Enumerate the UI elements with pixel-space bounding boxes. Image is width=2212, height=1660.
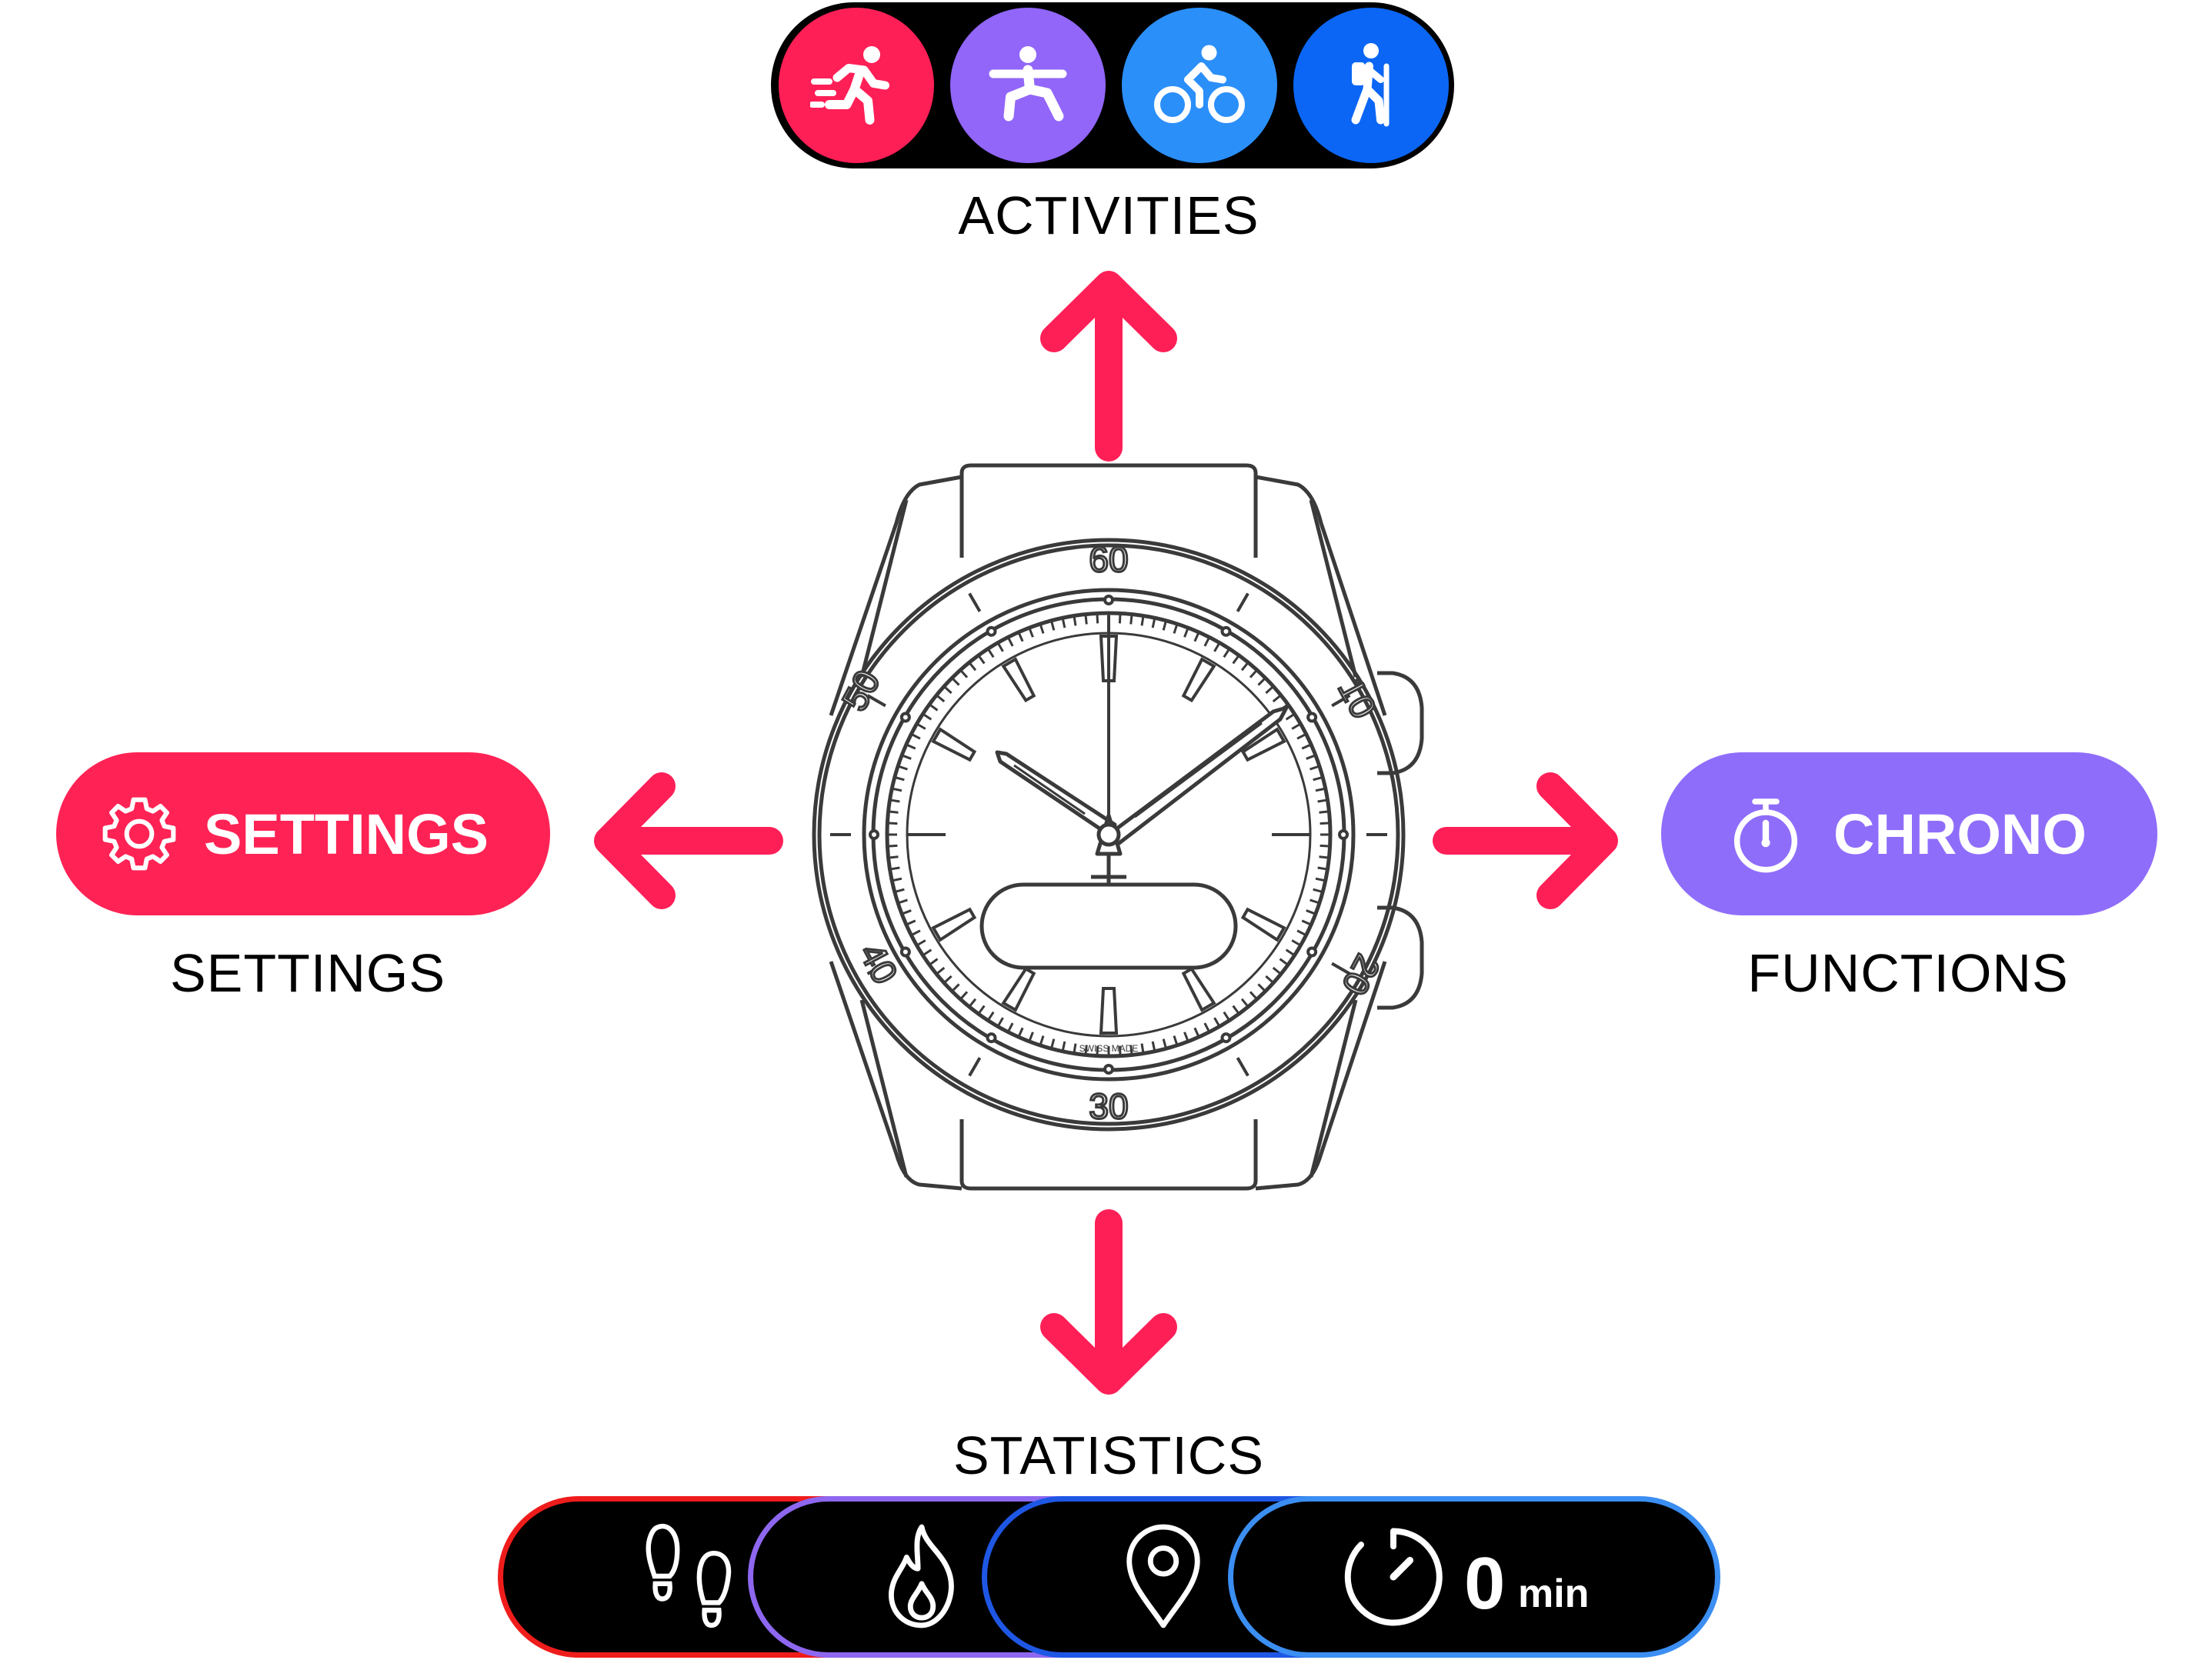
activity-hiking[interactable] [1293,8,1449,163]
activity-yoga[interactable] [950,8,1106,163]
footsteps-icon [646,1523,732,1628]
stats-time-unit: min [1518,1572,1590,1616]
gear-icon [102,797,176,871]
location-pin-icon [1126,1524,1200,1628]
bezel-60: 60 [1089,539,1128,579]
activity-running[interactable] [779,8,934,163]
stats-time-value: 0 [1464,1542,1506,1625]
dial-text: SWISS MADE [1079,1043,1139,1054]
settings-button-label: SETTINGS [204,802,489,866]
chrono-button-label: CHRONO [1833,802,2087,866]
arrow-left [594,772,783,909]
yoga-icon [989,46,1067,122]
timer-icon [1344,1528,1443,1626]
activity-cycling[interactable] [1122,8,1277,163]
activities-label: ACTIVITIES [958,185,1259,245]
running-icon [810,46,889,125]
settings-label: SETTINGS [169,943,446,1003]
chrono-button[interactable]: CHRONO [1661,752,2157,915]
stats-segment-time[interactable]: 0 min [1228,1496,1720,1658]
bezel-30: 30 [1089,1086,1128,1126]
cycling-icon [1154,45,1245,123]
flame-icon [889,1524,954,1628]
statistics-label: STATISTICS [953,1425,1265,1485]
arrow-right [1433,772,1618,909]
arrow-up [1040,271,1177,462]
stopwatch-icon [1733,798,1798,873]
functions-label: FUNCTIONS [1747,943,2069,1003]
bezel-20: 20 [1334,948,1388,1002]
bezel-10: 10 [1330,672,1384,725]
arrow-down [1040,1209,1177,1395]
hiking-icon [1351,43,1390,127]
settings-button[interactable]: SETTINGS [56,752,550,915]
